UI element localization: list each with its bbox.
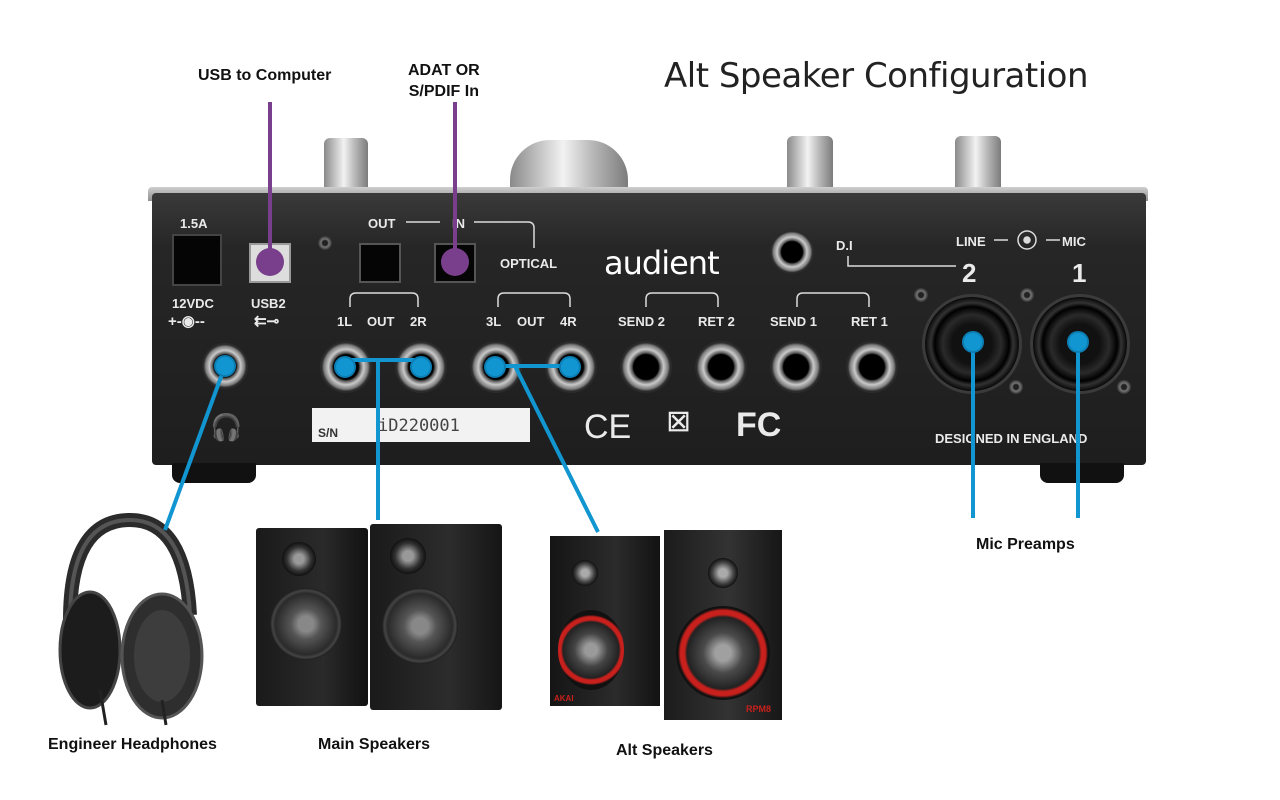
- foot-right: [1040, 463, 1124, 483]
- diagram-title: Alt Speaker Configuration: [664, 56, 1089, 96]
- dc-polarity-icon: +-◉--: [168, 313, 205, 330]
- di-input-jack: [770, 230, 814, 274]
- out2r-label: 2R: [410, 314, 427, 329]
- usb-label: USB2: [251, 296, 286, 311]
- screw-icon: [1117, 380, 1131, 394]
- main-speaker-left-tweeter: [282, 542, 316, 576]
- ce-mark: CE: [584, 408, 632, 446]
- send-1-jack: [770, 341, 822, 393]
- power-label: 12VDC: [172, 296, 214, 311]
- adat-callout-line1: ADAT OR: [408, 62, 480, 79]
- serial-label: S/N: [318, 426, 339, 440]
- ret1-label: RET 1: [851, 314, 888, 329]
- adat-callout-label: ADAT OR S/PDIF In: [408, 60, 480, 102]
- mic-2-connection-dot: [962, 331, 984, 353]
- engineer-headphones-label: Engineer Headphones: [48, 736, 217, 753]
- out4r-label: 4R: [560, 314, 577, 329]
- send-2-jack: [620, 341, 672, 393]
- headphone-connection-dot: [214, 355, 236, 377]
- out12-label: OUT: [367, 314, 395, 329]
- output-4r-connection-dot: [559, 356, 581, 378]
- usb-callout-label: USB to Computer: [198, 67, 332, 84]
- out34-label: OUT: [517, 314, 545, 329]
- usb-icon: ⇇⊸: [254, 313, 280, 330]
- serial-number: iD220001: [378, 416, 460, 436]
- mic-label: MIC: [1062, 234, 1086, 249]
- audient-logo: audient: [604, 244, 720, 282]
- optical-label: OPTICAL: [500, 256, 558, 271]
- optical-out-label: OUT: [368, 216, 396, 231]
- power-rating-label: 1.5A: [180, 216, 208, 231]
- channel-2-label: 2: [962, 258, 977, 288]
- knob-mid: [787, 136, 833, 190]
- main-speaker-right-tweeter: [390, 538, 426, 574]
- output-1l-connection-dot: [334, 356, 356, 378]
- alt-speaker-right-tweeter: [708, 558, 738, 588]
- dc-power-jack: [172, 234, 222, 286]
- alt-speaker-brand: AKAI: [554, 694, 574, 703]
- alt-speakers-label: Alt Speakers: [616, 742, 713, 759]
- fcc-mark: FC: [736, 406, 782, 444]
- adat-callout-line2: S/PDIF In: [408, 83, 479, 100]
- channel-1-label: 1: [1072, 258, 1087, 288]
- screw-icon: [1009, 380, 1023, 394]
- send1-label: SEND 1: [770, 314, 817, 329]
- return-2-jack: [695, 341, 747, 393]
- main-speakers-label: Main Speakers: [318, 736, 431, 753]
- out1l-label: 1L: [337, 314, 353, 329]
- line-label: LINE: [956, 234, 986, 249]
- alt-speaker-left-woofer: [558, 610, 624, 690]
- out3l-label: 3L: [486, 314, 502, 329]
- output-3l-connection-dot: [484, 356, 506, 378]
- optical-out-port: [359, 243, 401, 283]
- mic-preamps-label: Mic Preamps: [976, 536, 1075, 553]
- serial-number-sticker: [312, 408, 530, 442]
- main-speaker-left-woofer: [270, 588, 342, 660]
- alt-speaker-left-tweeter: [572, 560, 598, 586]
- screw-icon: [914, 288, 928, 302]
- mic-1-connection-dot: [1067, 331, 1089, 353]
- knob-right: [955, 136, 1001, 190]
- screw-icon: [318, 236, 332, 250]
- headphone-icon: 🎧: [210, 412, 243, 442]
- main-volume-knob: [510, 140, 628, 190]
- di-label: D.I: [836, 238, 853, 253]
- return-1-jack: [846, 341, 898, 393]
- output-2r-connection-dot: [410, 356, 432, 378]
- knob-left: [324, 138, 368, 190]
- alt-speaker-model: RPM8: [746, 704, 772, 714]
- screw-icon: [1020, 288, 1034, 302]
- alt-speaker-right-woofer: [676, 606, 770, 700]
- foot-left: [172, 463, 256, 483]
- weee-bin-icon: ⊠: [666, 405, 692, 438]
- send2-label: SEND 2: [618, 314, 665, 329]
- ret2-label: RET 2: [698, 314, 735, 329]
- main-speaker-right-woofer: [382, 588, 458, 664]
